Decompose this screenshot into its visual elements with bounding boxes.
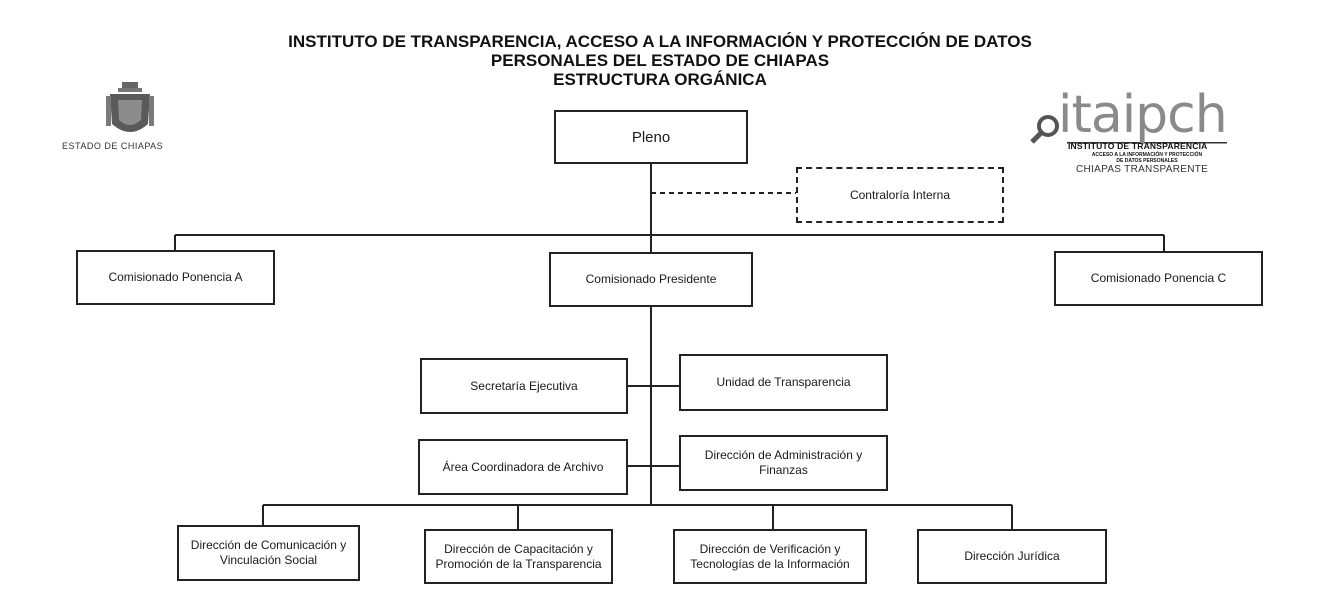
itaipch-logo-icon bbox=[1030, 115, 1227, 144]
logo-line-1: INSTITUTO DE TRANSPARENCIA bbox=[1068, 141, 1208, 151]
box-comisionado-presidente: Comisionado Presidente bbox=[549, 252, 753, 307]
logo-line-4: CHIAPAS TRANSPARENTE bbox=[1076, 164, 1209, 175]
title-line-2: PERSONALES DEL ESTADO DE CHIAPAS bbox=[490, 51, 830, 70]
box-direccion-verificacion: Dirección de Verificación y Tecnologías … bbox=[673, 529, 867, 584]
box-direccion-capacitacion: Dirección de Capacitación y Promoción de… bbox=[424, 529, 613, 584]
box-unidad-de-transparencia: Unidad de Transparencia bbox=[679, 354, 888, 411]
title-line-1: INSTITUTO DE TRANSPARENCIA, ACCESO A LA … bbox=[288, 32, 1032, 51]
estado-de-chiapas-caption: ESTADO DE CHIAPAS bbox=[62, 141, 164, 151]
itaipch-wordmark: itaipch bbox=[1058, 85, 1228, 145]
box-direccion-comunicacion: Dirección de Comunicación y Vinculación … bbox=[177, 525, 360, 581]
box-comisionado-ponencia-a: Comisionado Ponencia A bbox=[76, 250, 275, 305]
logo-line-3: DE DATOS PERSONALES bbox=[1116, 158, 1178, 164]
box-area-coordinadora-de-archivo: Área Coordinadora de Archivo bbox=[418, 439, 628, 495]
box-secretaria-ejecutiva: Secretaría Ejecutiva bbox=[420, 358, 628, 414]
box-contraloria-interna: Contraloría Interna bbox=[796, 167, 1004, 223]
box-comisionado-ponencia-c: Comisionado Ponencia C bbox=[1054, 251, 1263, 306]
logo-line-2: ACCESO A LA INFORMACIÓN Y PROTECCIÓN bbox=[1091, 152, 1203, 158]
box-direccion-juridica: Dirección Jurídica bbox=[917, 529, 1107, 584]
box-direccion-administracion-finanzas: Dirección de Administración y Finanzas bbox=[679, 435, 888, 491]
box-pleno: Pleno bbox=[554, 110, 748, 164]
coat-of-arms-icon bbox=[106, 82, 154, 132]
title-line-3: ESTRUCTURA ORGÁNICA bbox=[553, 70, 767, 89]
